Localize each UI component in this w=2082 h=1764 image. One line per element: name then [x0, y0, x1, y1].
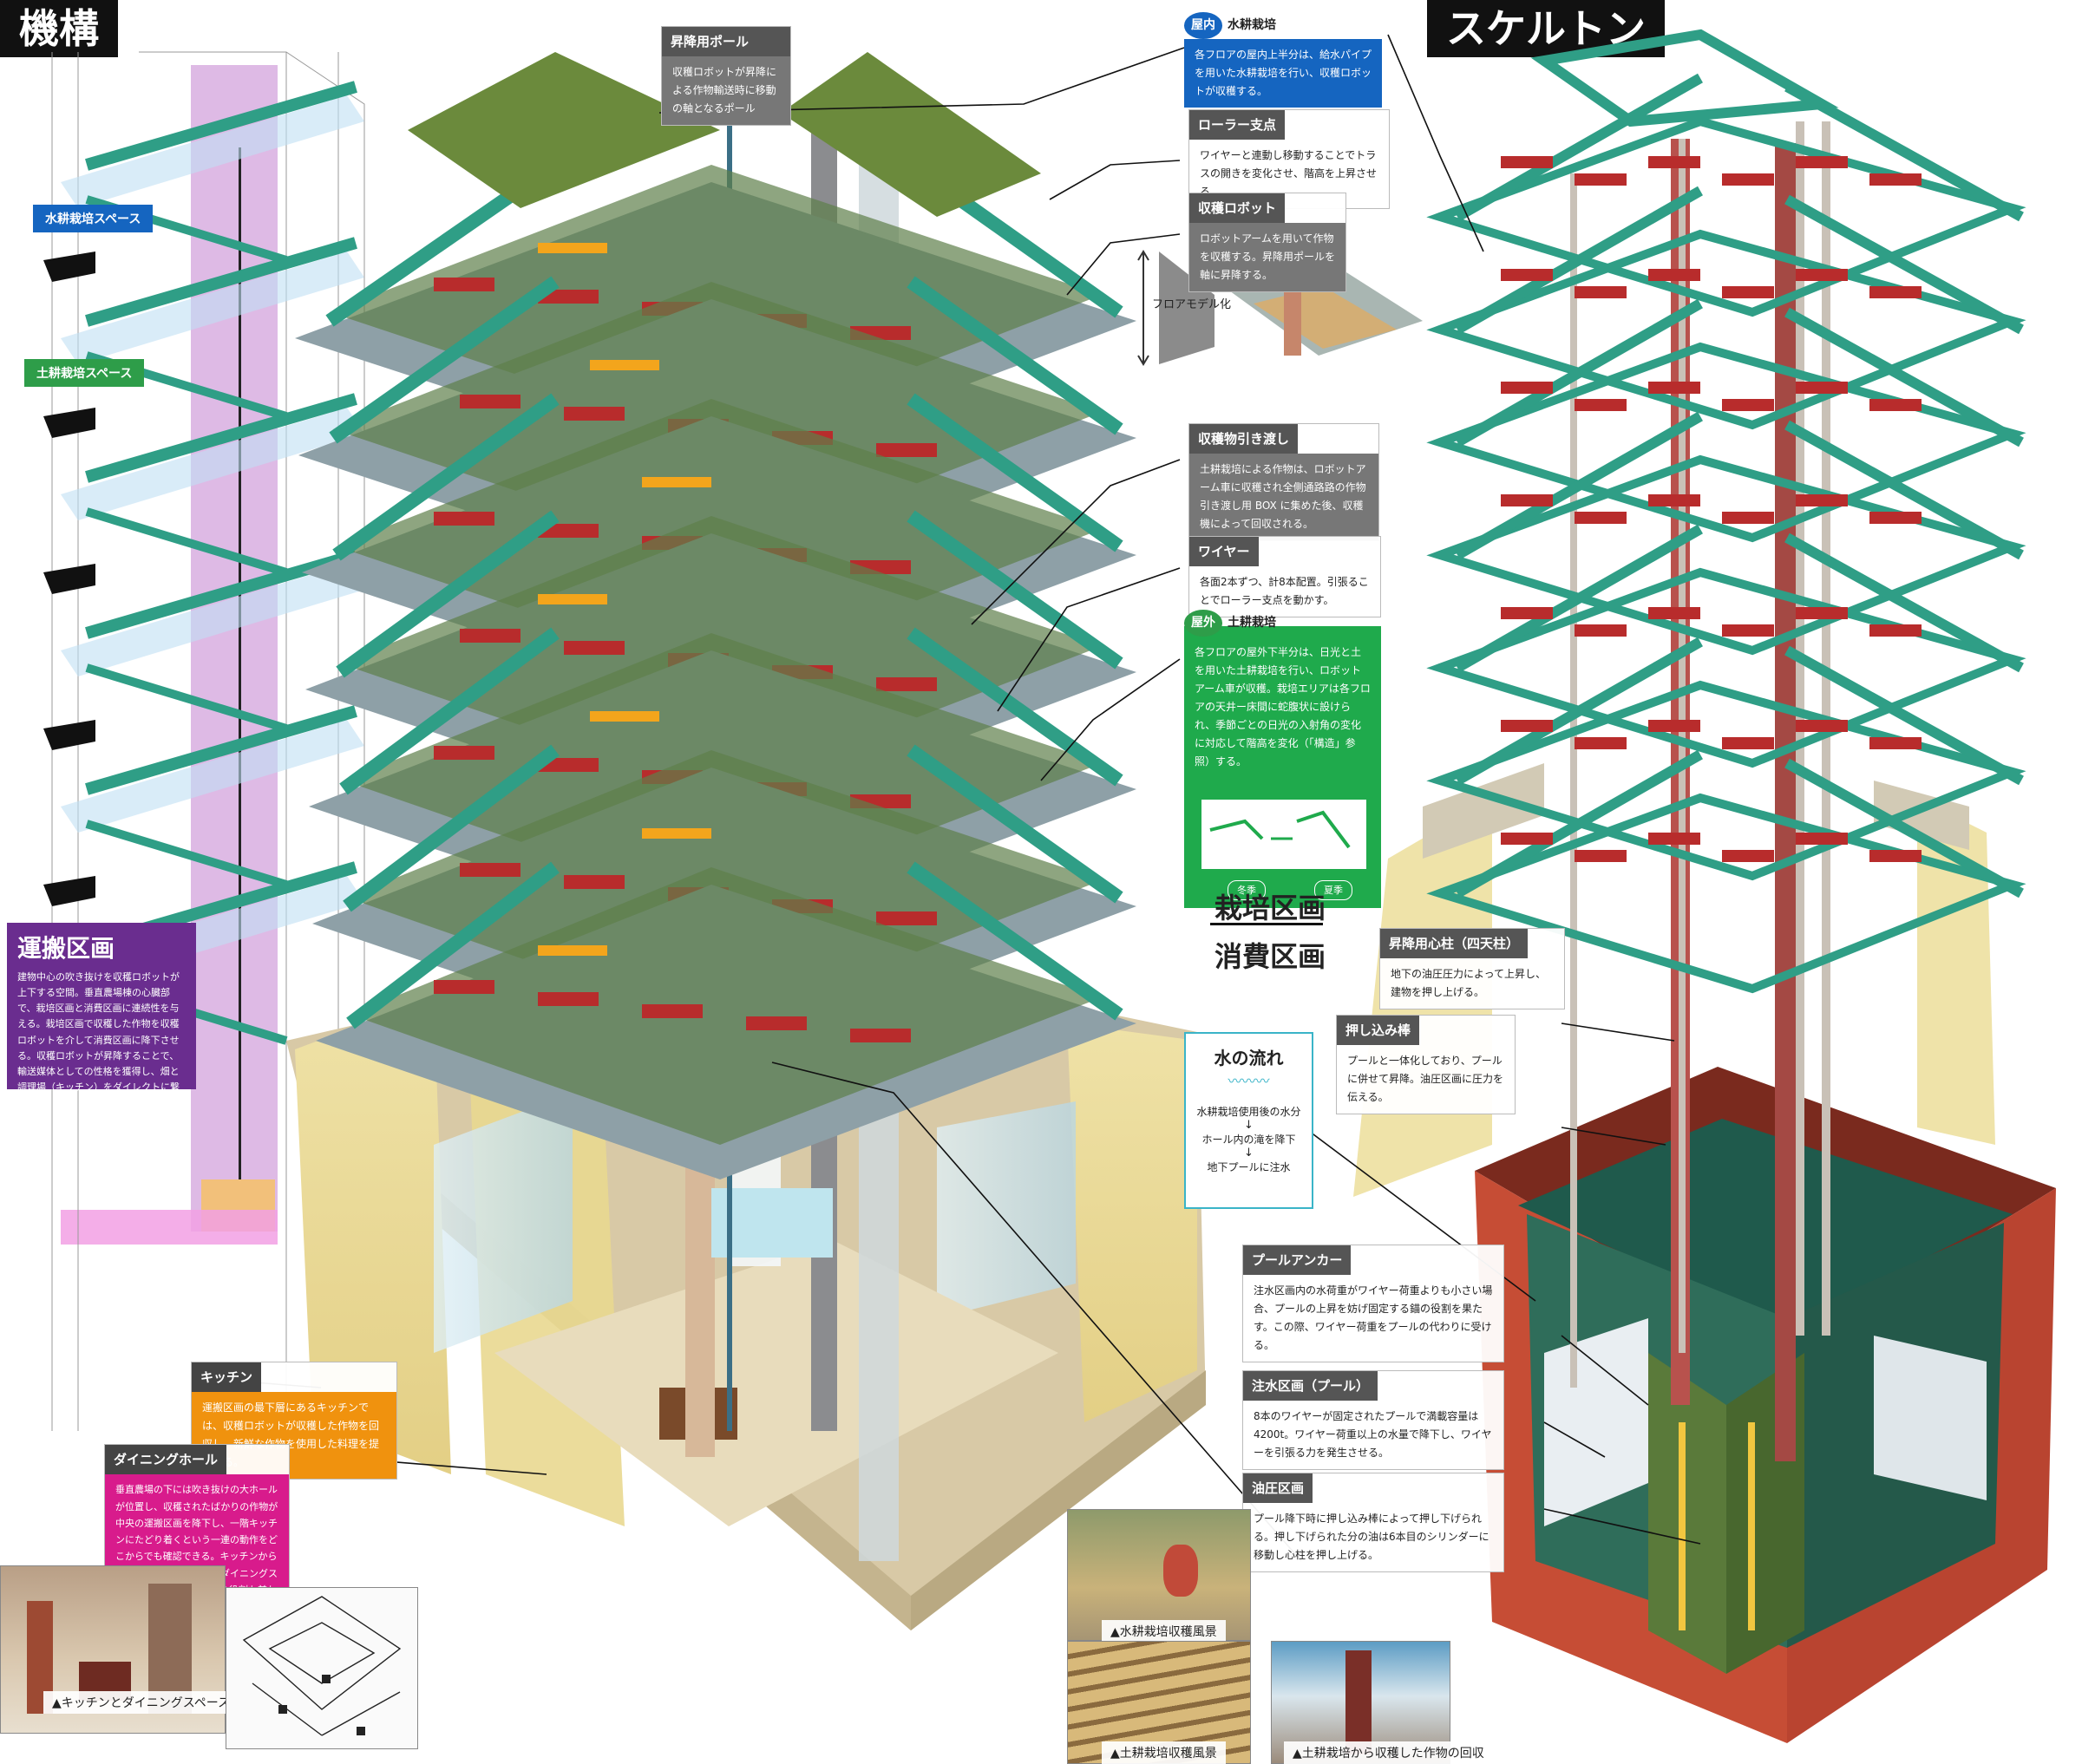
annotation-anchor: プールアンカー 注水区画内の水荷重がワイヤー荷重よりも小さい場合、プールの上昇を… — [1242, 1245, 1504, 1363]
plan-drawing — [226, 1587, 418, 1749]
floor-model-label: フロアモデル化 — [1152, 298, 1232, 311]
annotation-core-body: 地下の油圧圧力によって上昇し、建物を押し上げる。 — [1391, 968, 1547, 999]
caption-soil-harvest: ▲土耕栽培収穫風景 — [1102, 1741, 1226, 1764]
label-summer: 夏季 — [1314, 879, 1352, 900]
wave-icon: 〰〰〰 — [1228, 1073, 1270, 1089]
annotation-pool: 注水区画（プール） 8本のワイヤーが固定されたプールで満載容量は4200t。ワイ… — [1242, 1370, 1504, 1471]
annotation-anchor-title: プールアンカー — [1243, 1245, 1352, 1276]
zone-cultivation: 栽培区画 — [1214, 892, 1326, 924]
label-winter: 冬季 — [1228, 879, 1266, 900]
water-flow-title: 水の流れ — [1214, 1048, 1284, 1068]
annotation-roller-title: ローラー支点 — [1189, 110, 1286, 140]
annotation-pool-body: 8本のワイヤーが固定されたプールで満載容量は4200t。ワイヤー荷重以上の水量で… — [1254, 1410, 1492, 1460]
title-mechanism: 機構 — [0, 0, 118, 57]
annotation-handover: 収穫物引き渡し 土耕栽培による作物は、ロボットアーム車に収穫され全側通路路の作物… — [1188, 423, 1379, 542]
annotation-anchor-body: 注水区画内の水荷重がワイヤー荷重よりも小さい場合、プールの上昇を妨げ固定する錨の… — [1254, 1284, 1493, 1352]
annotation-pole-body: 収穫ロボットが昇降による作物輸送時に移動の軸となるポール — [662, 56, 790, 126]
zone-divider — [1210, 923, 1323, 925]
annotation-soil-body: 各フロアの屋外下半分は、日光と土を用いた土耕栽培を行い、ロボットアーム車が収穫。… — [1184, 636, 1381, 778]
caption-hydro-harvest: ▲水耕栽培収穫風景 — [1102, 1620, 1226, 1643]
annotation-wire: ワイヤー 各面2本ずつ、計8本配置。引張ることでローラー支点を動かす。 — [1188, 536, 1381, 618]
water-flow-box: 水の流れ 〰〰〰 水耕栽培使用後の水分 ↓ ホール内の滝を降下 ↓ 地下プールに… — [1184, 1032, 1313, 1209]
annotation-wire-body: 各面2本ずつ、計8本配置。引張ることでローラー支点を動かす。 — [1200, 576, 1369, 607]
zone-consumption: 消費区画 — [1214, 940, 1326, 973]
transport-zone-body: 建物中心の吹き抜けを収穫ロボットが上下する空間。垂直農場棟の心臓部で、栽培区画と… — [17, 971, 180, 1109]
transport-zone-box: 運搬区画 建物中心の吹き抜けを収穫ロボットが上下する空間。垂直農場棟の心臓部で、… — [7, 923, 196, 1108]
water-step-2: ホール内の滝を降下 — [1201, 1134, 1296, 1146]
annotation-robot-body: ロボットアームを用いて作物を収穫する。昇降用ポールを軸に昇降する。 — [1189, 223, 1345, 292]
tag-indoor: 屋内 — [1184, 12, 1222, 39]
annotation-hydro-body: 各フロアの屋内上半分は、給水パイプを用いた水耕栽培を行い、収穫ロボットが収穫する… — [1184, 38, 1382, 108]
water-step-3: 地下プールに注水 — [1207, 1161, 1291, 1173]
annotation-soil: 屋外土耕栽培 各フロアの屋外下半分は、日光と土を用いた土耕栽培を行い、ロボットア… — [1184, 610, 1381, 908]
annotation-hydraulic: 油圧区画 プール降下時に押し込み棒によって押し下げられる。押し下げられた分の油は… — [1242, 1473, 1504, 1573]
floor-model-dimension — [1137, 250, 1149, 366]
annotation-wire-title: ワイヤー — [1189, 537, 1259, 567]
annotation-hydro: 屋内水耕栽培 各フロアの屋内上半分は、給水パイプを用いた水耕栽培を行い、収穫ロボ… — [1184, 12, 1382, 108]
tag-outdoor: 屋外 — [1184, 610, 1222, 637]
photo-hydro-harvest — [1067, 1509, 1251, 1641]
annotation-soil-title: 土耕栽培 — [1228, 616, 1276, 630]
annotation-pool-title: 注水区画（プール） — [1243, 1371, 1378, 1401]
legend-soil-space: 土耕栽培スペース — [24, 359, 145, 387]
arrow-down-icon: ↓ — [1244, 1119, 1254, 1132]
legend-hydro-space: 水耕栽培スペース — [33, 205, 154, 232]
annotation-hydro-title: 水耕栽培 — [1228, 18, 1276, 32]
arrow-down-icon: ↓ — [1244, 1147, 1254, 1160]
annotation-robot-title: 収穫ロボット — [1189, 193, 1286, 224]
caption-crop-collect: ▲土耕栽培から収穫した作物の回収 — [1284, 1741, 1493, 1764]
annotation-dining-title: ダイニングホール — [105, 1445, 227, 1475]
season-sketch — [1201, 799, 1366, 869]
annotation-core-title: 昇降用心柱（四天柱） — [1380, 929, 1529, 959]
transport-zone-title: 運搬区画 — [17, 934, 115, 963]
annotation-pole: 昇降用ポール 収穫ロボットが昇降による作物輸送時に移動の軸となるポール — [661, 26, 791, 127]
season-diagram: 冬季 夏季 — [1184, 777, 1381, 908]
annotation-push-body: プールと一体化しており、プールに併せて昇降。油圧区画に圧力を伝える。 — [1347, 1055, 1504, 1104]
tower-cutaway — [286, 52, 1206, 1630]
annotation-push-title: 押し込み棒 — [1337, 1016, 1420, 1046]
annotation-roller-body: ワイヤーと連動し移動することでトラスの開きを変化させ、階高を上昇させる。 — [1200, 149, 1378, 198]
annotation-push: 押し込み棒 プールと一体化しており、プールに併せて昇降。油圧区画に圧力を伝える。 — [1336, 1015, 1516, 1115]
water-step-1: 水耕栽培使用後の水分 — [1196, 1106, 1301, 1118]
annotation-hydraulic-title: 油圧区画 — [1243, 1473, 1313, 1504]
annotation-core: 昇降用心柱（四天柱） 地下の油圧圧力によって上昇し、建物を押し上げる。 — [1379, 928, 1565, 1010]
annotation-robot: 収穫ロボット ロボットアームを用いて作物を収穫する。昇降用ポールを軸に昇降する。 — [1188, 193, 1346, 293]
annotation-kitchen-title: キッチン — [192, 1362, 262, 1393]
annotation-handover-title: 収穫物引き渡し — [1189, 424, 1299, 454]
annotation-handover-body: 土耕栽培による作物は、ロボットアーム車に収穫され全側通路路の作物引き渡し用 BO… — [1189, 454, 1378, 541]
annotation-pole-title: 昇降用ポール — [662, 27, 790, 57]
annotation-hydraulic-body: プール降下時に押し込み棒によって押し下げられる。押し下げられた分の油は6本目のシ… — [1254, 1512, 1489, 1562]
caption-kitchen-dining: ▲キッチンとダイニングスペース — [43, 1691, 239, 1714]
